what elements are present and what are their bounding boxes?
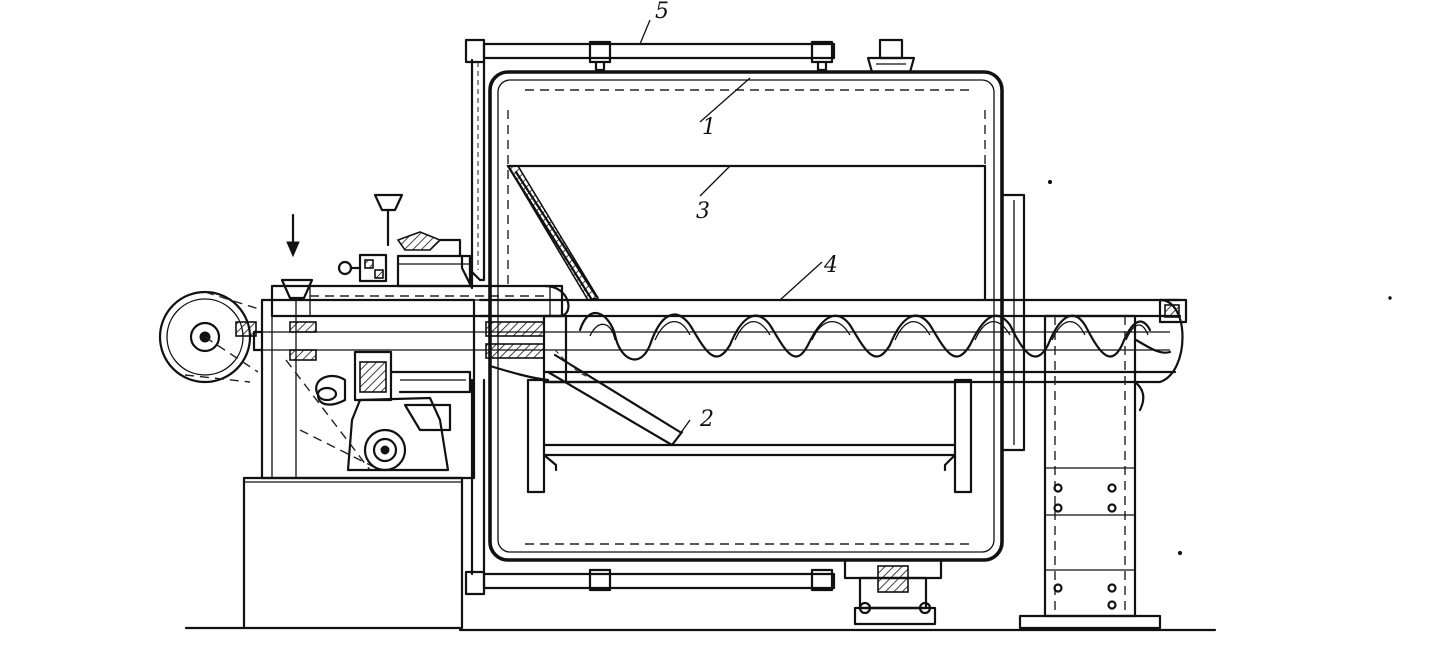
bottom-pipe	[464, 378, 836, 596]
callout-labels: 5 1 3 4 2	[655, 0, 838, 432]
feed-arrow	[286, 213, 300, 258]
top-pipe	[482, 40, 836, 72]
left-pedestal	[242, 476, 464, 630]
upper-riser	[460, 38, 486, 290]
ground-line	[184, 626, 1217, 632]
screw-conveyor	[252, 298, 1188, 384]
valve-assembly	[337, 193, 472, 288]
callout-4: 4	[823, 253, 838, 278]
callout-1: 1	[702, 115, 716, 140]
discharge-chute	[488, 349, 684, 447]
callout-2: 2	[699, 407, 714, 432]
bottom-support	[843, 558, 943, 626]
leader-lines	[639, 19, 823, 435]
drive-motor	[315, 350, 472, 472]
right-column	[1018, 314, 1162, 630]
top-fitting	[866, 38, 916, 74]
inner-trough	[506, 164, 987, 302]
inner-frame	[526, 378, 973, 494]
callout-3: 3	[696, 199, 710, 224]
shaft-bearings	[289, 314, 568, 384]
screw-helix	[578, 312, 1152, 361]
feed-hopper	[280, 278, 314, 300]
stray-marks	[1047, 179, 1392, 556]
callout-5: 5	[655, 0, 669, 24]
pulley-wheel	[158, 290, 263, 384]
